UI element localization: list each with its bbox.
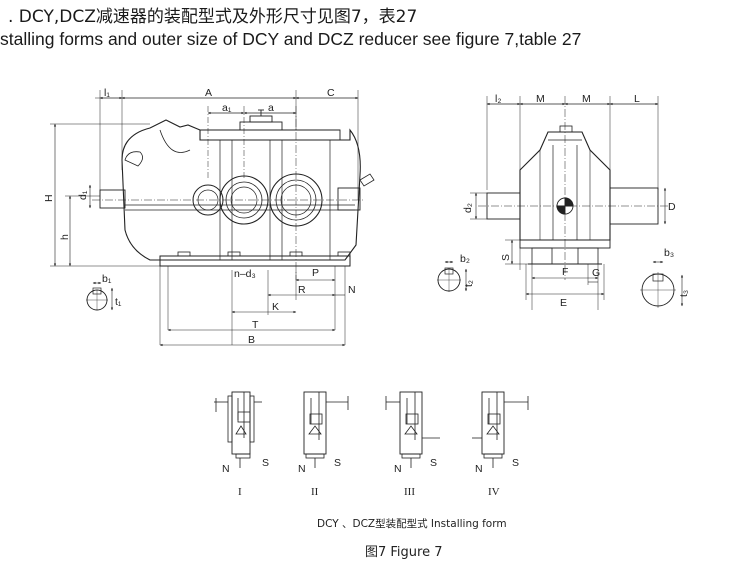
label-S: S: [500, 254, 512, 261]
housing-outline: [121, 119, 361, 261]
label-h: h: [59, 234, 71, 240]
label-E: E: [560, 297, 567, 309]
figure-caption: 图7 Figure 7: [365, 545, 443, 560]
side-view: [437, 96, 684, 310]
label-C: C: [327, 87, 335, 99]
label-b2: b₂: [460, 253, 470, 265]
form-II-label: II: [311, 486, 319, 498]
installing-form-labels: N S I N S II N S III N S IV: [222, 457, 519, 498]
label-D: D: [668, 201, 676, 213]
form-III-N: N: [394, 463, 402, 475]
form-I-S: S: [262, 457, 269, 469]
label-a1: a₁: [222, 102, 232, 114]
side-view-labels: l₂ M M L d₂ D S b₂ t₂ F G E b₃ t₃: [460, 93, 690, 309]
front-view-labels: l₁ A C a₁ a H h d₁ n–d₃ P R N K T B b₁ t…: [43, 87, 356, 346]
label-T: T: [252, 319, 259, 331]
label-M-left: M: [536, 93, 545, 105]
form-IV-N: N: [475, 463, 483, 475]
label-L: L: [634, 93, 640, 105]
form-IV-label: IV: [488, 486, 500, 498]
label-b1: b₁: [102, 273, 112, 285]
header-english: stalling forms and outer size of DCY and…: [0, 29, 582, 49]
installing-form-caption: DCY 、DCZ型装配型式 Installing form: [317, 518, 507, 530]
form-I-N: N: [222, 463, 230, 475]
install-form-I: [214, 391, 262, 468]
label-d1: d₁: [77, 190, 89, 200]
install-form-II: [303, 391, 349, 468]
form-I-label: I: [238, 486, 242, 498]
form-IV-S: S: [512, 457, 519, 469]
installing-forms: [214, 391, 529, 468]
label-t3: t₃: [678, 290, 690, 297]
label-l1: l₁: [104, 87, 110, 99]
label-B: B: [248, 334, 255, 346]
form-III-S: S: [430, 457, 437, 469]
label-t1: t₁: [115, 296, 122, 308]
label-N: N: [348, 284, 356, 296]
label-P: P: [312, 267, 319, 279]
label-F: F: [562, 266, 568, 278]
form-III-label: III: [404, 486, 415, 498]
label-K: K: [272, 301, 279, 313]
label-b3: b₃: [664, 247, 674, 259]
form-II-N: N: [298, 463, 306, 475]
label-l2: l₂: [495, 93, 501, 105]
label-H: H: [43, 194, 55, 202]
label-A: A: [205, 87, 212, 99]
label-M-right: M: [582, 93, 591, 105]
install-form-III: [385, 391, 440, 468]
header-chinese: . DCY,DCZ减速器的装配型式及外形尺寸见图7，表27: [8, 7, 418, 27]
label-n-d3: n–d₃: [234, 268, 256, 280]
label-R: R: [298, 284, 306, 296]
form-II-S: S: [334, 457, 341, 469]
label-d2: d₂: [462, 203, 474, 213]
front-view: [50, 90, 375, 347]
install-form-IV: [472, 391, 529, 468]
label-a: a: [268, 102, 274, 114]
label-t2: t₂: [463, 280, 475, 287]
label-G: G: [592, 267, 600, 279]
